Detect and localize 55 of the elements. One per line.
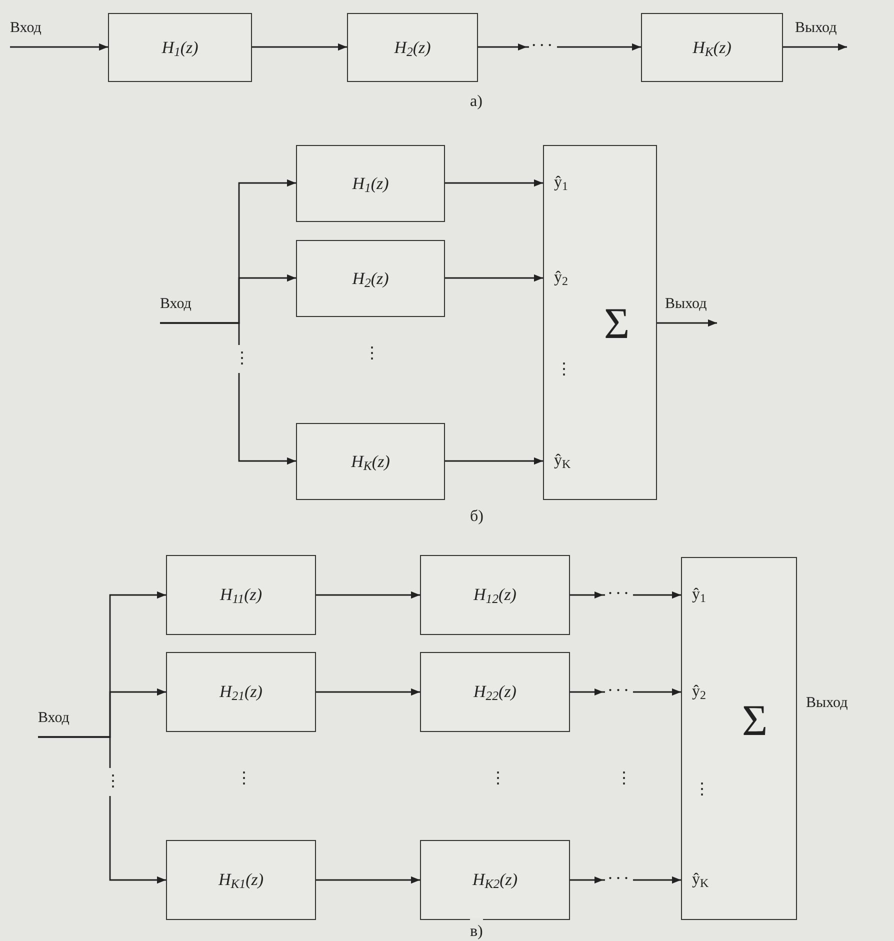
arrow bbox=[783, 43, 847, 51]
filter-box bbox=[296, 145, 445, 222]
output-label: Выход bbox=[806, 695, 872, 722]
transfer-function: H$_{1}$(z) bbox=[162, 36, 198, 60]
arrow bbox=[38, 736, 166, 884]
input-label: ŷ$_{K}$ bbox=[554, 453, 571, 469]
arrow bbox=[316, 876, 420, 884]
arrow bbox=[445, 274, 543, 282]
arrow bbox=[657, 319, 717, 327]
transfer-function: H$_{K2}$(z) bbox=[472, 869, 518, 893]
sigma-symbol: Σ bbox=[604, 302, 630, 346]
input-label: ⋮ bbox=[694, 782, 710, 798]
arrow bbox=[10, 43, 108, 51]
input-label: Вход bbox=[38, 710, 98, 737]
transfer-function: H$_{2}$(z) bbox=[352, 268, 389, 292]
arrow bbox=[316, 591, 420, 599]
filter-box bbox=[641, 13, 783, 82]
filter-box bbox=[166, 652, 316, 732]
transfer-function: H$_{1}$(z) bbox=[352, 172, 389, 196]
filter-box bbox=[420, 652, 570, 732]
transfer-function: H$_{K}$(z) bbox=[692, 36, 732, 60]
transfer-function: H$_{2}$(z) bbox=[394, 36, 431, 60]
filter-box bbox=[166, 840, 316, 920]
input-label: Вход bbox=[160, 296, 220, 323]
transfer-function: H$_{11}$(z) bbox=[220, 584, 262, 608]
input-label: ŷ$_{1}$ bbox=[692, 587, 706, 603]
sigma-symbol: Σ bbox=[742, 699, 768, 743]
input-label: ŷ$_{K}$ bbox=[692, 872, 709, 888]
transfer-function: H$_{22}$(z) bbox=[474, 681, 516, 705]
output-label: Выход bbox=[795, 20, 861, 47]
filter-box bbox=[347, 13, 478, 82]
arrow bbox=[445, 457, 543, 465]
input-label: Вход bbox=[10, 20, 70, 47]
input-label: ŷ$_{2}$ bbox=[554, 270, 568, 286]
summation-box bbox=[681, 557, 797, 920]
input-label: ⋮ bbox=[556, 362, 572, 378]
input-label: ŷ$_{2}$ bbox=[692, 684, 706, 700]
transfer-function: H$_{K}$(z) bbox=[351, 450, 390, 474]
filter-box bbox=[296, 240, 445, 317]
filter-box bbox=[420, 840, 570, 920]
filter-box bbox=[420, 555, 570, 635]
filter-box bbox=[296, 423, 445, 500]
transfer-function: H$_{12}$(z) bbox=[474, 584, 516, 608]
arrow bbox=[252, 43, 347, 51]
filter-box bbox=[108, 13, 252, 82]
transfer-function: H$_{21}$(z) bbox=[220, 681, 262, 705]
transfer-function: H$_{K1}$(z) bbox=[218, 869, 264, 893]
arrow bbox=[316, 688, 420, 696]
arrow bbox=[160, 322, 296, 465]
label-text: в) bbox=[470, 918, 483, 941]
arrow bbox=[445, 179, 543, 187]
filter-box bbox=[166, 555, 316, 635]
input-label: ŷ$_{1}$ bbox=[554, 175, 568, 191]
output-label: Выход bbox=[665, 296, 731, 323]
summation-box bbox=[543, 145, 657, 500]
